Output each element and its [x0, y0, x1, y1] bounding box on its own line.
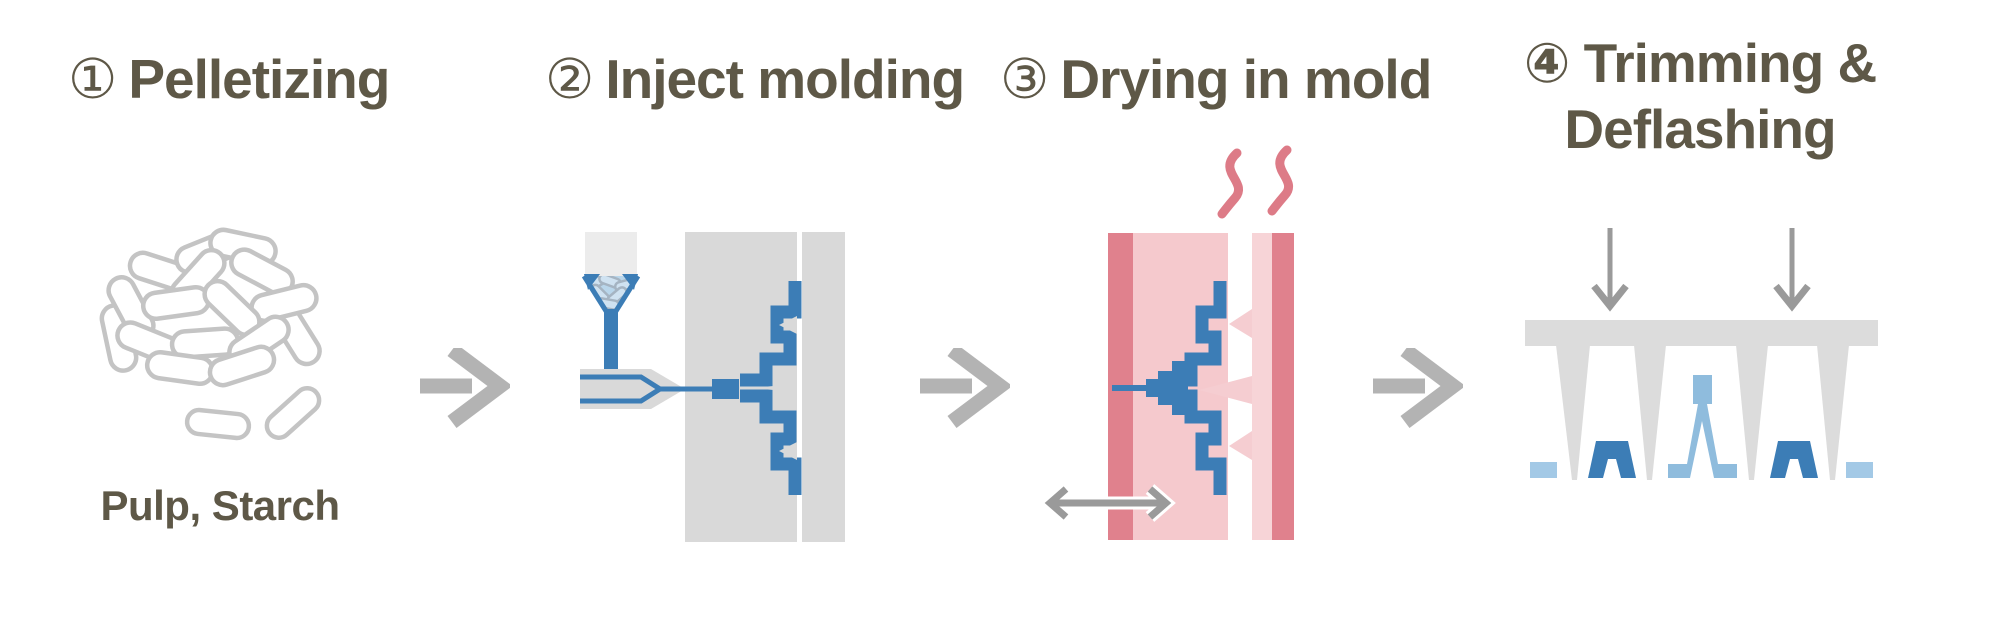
step3-number: ③ [1000, 48, 1049, 110]
trim-die [1525, 320, 1878, 480]
injection-molding-icon [555, 180, 855, 550]
molded-part [1112, 281, 1227, 495]
step3-label: Drying in mold [1060, 48, 1432, 110]
step1-caption: Pulp, Starch [100, 482, 340, 529]
step3-title: ③ Drying in mold [1000, 48, 1432, 111]
step4-title-line1: ④ Trimming & [1490, 30, 1910, 96]
injector-barrel-icon [580, 369, 714, 409]
core-pins [1199, 309, 1252, 460]
trimmed-parts [1530, 375, 1873, 478]
pellet-pile-icon [60, 185, 370, 475]
mold-motion-arrow-icon [1040, 484, 1176, 522]
trimming-press-icon [1510, 210, 1890, 500]
flow-arrow-icon [920, 348, 1010, 428]
step2-label: Inject molding [605, 48, 965, 110]
step4-label: Trimming & [1583, 32, 1878, 94]
heated-mold-icon [1040, 140, 1300, 560]
heat-wave-icon [1217, 145, 1294, 219]
step4-title-line2: Deflashing [1564, 98, 1836, 160]
flow-arrow-icon [1373, 348, 1463, 428]
mold-cavity-part [712, 281, 802, 495]
pellets [99, 227, 322, 441]
step2-title: ② Inject molding [545, 48, 965, 111]
step1-title: ① Pelletizing [68, 48, 390, 111]
hopper-icon [581, 232, 641, 371]
step1-label: Pelletizing [128, 48, 390, 110]
flow-arrow-icon [420, 348, 510, 428]
step4-title: ④ Trimming & Deflashing [1490, 30, 1910, 162]
step4-number: ④ [1523, 32, 1571, 94]
step2-number: ② [545, 48, 594, 110]
press-arrow-icon [1591, 228, 1811, 312]
step1-number: ① [68, 48, 117, 110]
